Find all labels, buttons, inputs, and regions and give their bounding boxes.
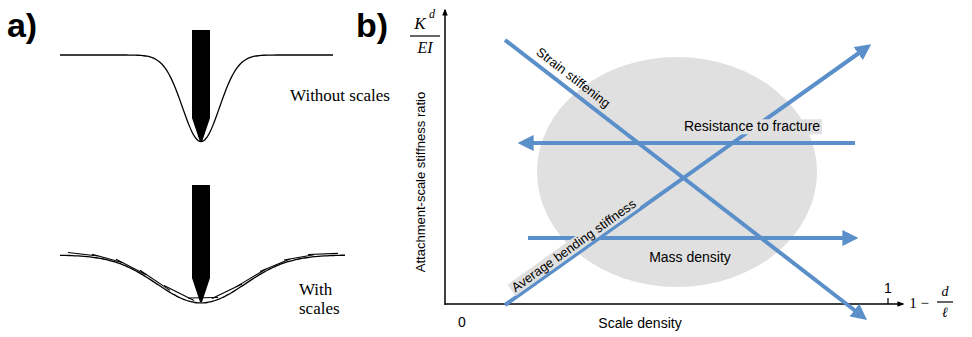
trend-label: Average bending stiffness xyxy=(508,196,641,297)
axis-symbol: d xyxy=(942,284,949,299)
trend-label: Mass density xyxy=(649,250,731,265)
axis-tick-label: 0 xyxy=(458,315,466,330)
trend-arrow xyxy=(524,141,855,145)
caption-label: Without scales xyxy=(290,87,390,106)
axis-symbol: 1 − xyxy=(909,295,929,312)
scale xyxy=(260,259,290,271)
panel-letter: a) xyxy=(7,7,37,44)
axis-symbol: K xyxy=(414,15,425,34)
indenter xyxy=(192,30,210,142)
tick xyxy=(887,298,888,304)
caption-label: With scales xyxy=(299,281,361,318)
scale xyxy=(92,254,122,262)
axis-title: Attachment-scale stiffness ratio xyxy=(414,92,428,272)
axis-symbol: EI xyxy=(417,39,432,57)
indenter xyxy=(192,185,210,302)
fraction-bar xyxy=(410,35,440,36)
trend-label: Resistance to fracture xyxy=(682,119,822,134)
scale xyxy=(116,259,146,275)
scale xyxy=(140,270,170,290)
scale xyxy=(308,253,338,254)
axis-symbol: d xyxy=(429,8,435,21)
scale xyxy=(236,269,266,287)
scale xyxy=(284,255,314,260)
axis-symbol: ℓ xyxy=(942,305,948,320)
trend-label: Strain stiffening xyxy=(533,45,612,111)
y-axis xyxy=(444,10,446,305)
trend-arrow xyxy=(505,48,866,305)
panel-letter: b) xyxy=(356,7,388,44)
fraction-bar xyxy=(937,301,953,302)
axis-title: Scale density xyxy=(598,316,681,331)
axis-tick-label: 1 xyxy=(884,281,892,296)
x-axis xyxy=(445,303,903,305)
